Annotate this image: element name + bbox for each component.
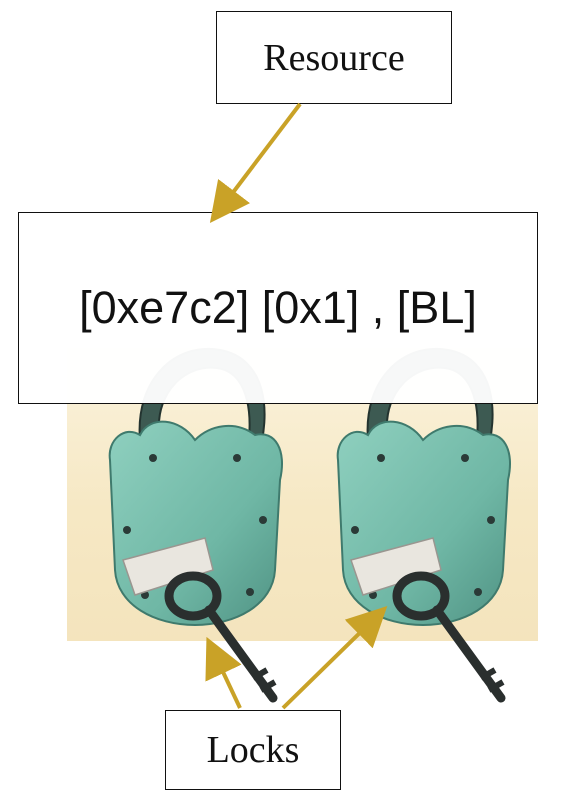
arrow-locks-to-left-lock [205,636,242,709]
resource-label-box: Resource [216,11,452,104]
resource-label: Resource [263,36,405,79]
locks-label-box: Locks [165,710,341,790]
resource-value: [0xe7c2] [0x1] , [BL] [79,282,477,333]
arrow-locks-to-right-lock [281,606,388,710]
arrow-resource-to-panel [209,102,302,223]
locks-label: Locks [206,729,300,771]
resource-panel: [0xe7c2] [0x1] , [BL] [18,212,538,404]
